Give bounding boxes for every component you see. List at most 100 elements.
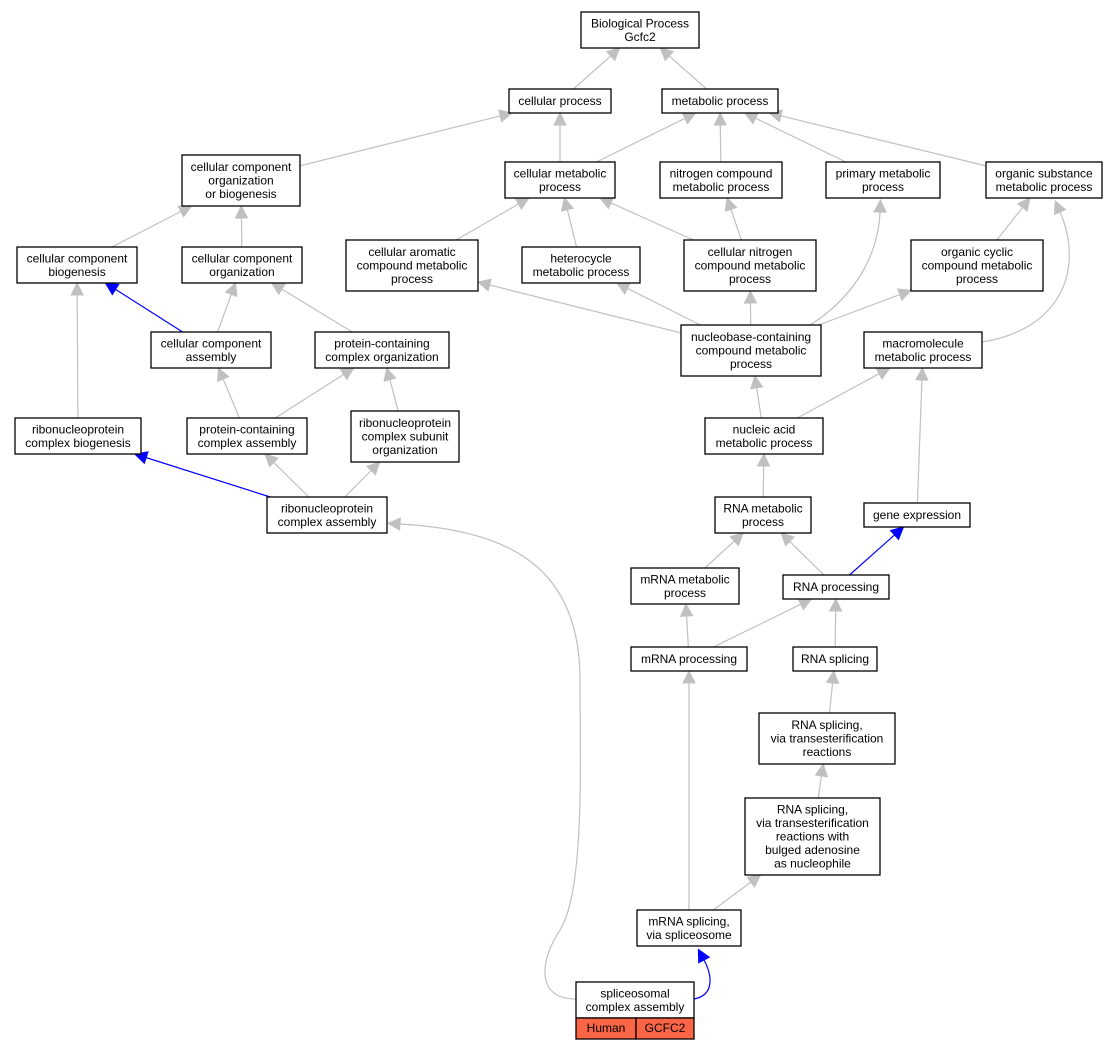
go-term-node-mrnap[interactable]: mRNA processing (630, 646, 748, 672)
edge-ncmp-to-mp (713, 111, 728, 163)
node-box (683, 239, 817, 292)
node-box (580, 11, 700, 49)
go-term-node-rnas[interactable]: RNA splicing (792, 646, 878, 672)
edge-namp-to-nbccmp (750, 374, 764, 419)
edge-arrowhead (224, 281, 238, 298)
node-label-line: nucleic acid (733, 422, 796, 436)
node-label-line: via spliceosome (646, 928, 732, 942)
edge-arrowhead (366, 461, 381, 476)
edge-line (712, 881, 752, 911)
node-box (504, 161, 616, 199)
node-label-line: compound metabolic (695, 259, 806, 273)
node-label-line: primary metabolic (836, 166, 931, 180)
node-label-line: RNA splicing, (791, 718, 862, 732)
edge-cacmp-to-cmp (455, 197, 530, 241)
edge-line (834, 610, 837, 648)
node-box (636, 909, 742, 947)
node-box (630, 646, 748, 672)
go-term-node-cp[interactable]: cellular process (508, 88, 612, 114)
node-label-line: mRNA splicing, (648, 914, 729, 928)
edge-arrowhead (264, 453, 279, 468)
node-label-line: complex organization (325, 350, 438, 364)
node-label-line: process (539, 180, 581, 194)
edge-mrnap-to-rnap (713, 598, 813, 648)
edge-pcco-to-cco (270, 282, 353, 333)
node-label-line: as nucleophile (774, 857, 851, 871)
node-label-line: RNA processing (793, 580, 879, 594)
node-label-line: or biogenesis (205, 187, 276, 201)
node-label-line: protein-containing (199, 422, 294, 436)
edge-arrowhead (104, 282, 120, 296)
edge-arrowhead (217, 366, 230, 383)
edge-line (668, 55, 707, 90)
go-term-node-rnastb[interactable]: RNA splicing,via transesterificationreac… (744, 797, 881, 876)
node-label-line: RNA splicing (801, 652, 869, 666)
edge-line (217, 294, 232, 333)
edge-arrowhead (896, 288, 913, 302)
edge-line (145, 457, 271, 498)
node-label-line: metabolic process (673, 180, 770, 194)
edge-line (455, 203, 519, 241)
go-term-node-ge[interactable]: gene expression (863, 502, 971, 528)
gene-badge-gene: GCFC2 (645, 1021, 686, 1035)
node-label-line: organization (372, 443, 437, 457)
node-label-line: process (956, 272, 998, 286)
go-term-node-mp[interactable]: metabolic process (661, 88, 779, 114)
edge-line (222, 378, 241, 419)
edge-pmp-to-mp (743, 112, 847, 163)
node-label-line: Biological Process (591, 16, 689, 30)
node-box (508, 88, 612, 114)
edge-line (704, 540, 735, 569)
go-term-node-rnap[interactable]: RNA processing (782, 574, 890, 600)
node-label-line: cellular process (518, 94, 601, 108)
edge-arrowhead (476, 278, 492, 292)
edge-pcca-to-pcco (274, 367, 355, 419)
go-term-node-rnast[interactable]: RNA splicing,via transesterificationreac… (758, 712, 896, 765)
node-label-line: process (862, 180, 904, 194)
node-box (16, 246, 138, 284)
go-term-node-mrnas[interactable]: mRNA splicing,via spliceosome (636, 909, 742, 947)
edge-line (916, 379, 923, 504)
edge-ccob-to-cp (299, 109, 513, 167)
edge-line (981, 211, 1070, 343)
edge-arrowhead (750, 374, 764, 390)
edge-cca-to-cco (217, 281, 238, 333)
edge-pcca-to-cca (217, 366, 241, 419)
node-label-line: biogenesis (48, 265, 105, 279)
gene-badge-species: Human (587, 1021, 626, 1035)
node-box (863, 331, 983, 369)
edge-rnap-to-rnamp (780, 532, 825, 576)
node-box (758, 712, 896, 765)
edge-rnamp-to-namp (756, 452, 771, 498)
edge-arrowhead (713, 111, 728, 126)
edge-mrnap-to-mrnamp (679, 602, 694, 648)
edge-arrowhead (828, 597, 843, 612)
node-label-line: via transesterification (756, 816, 869, 830)
node-label-line: complex assembly (198, 436, 297, 450)
node-box (314, 331, 450, 369)
